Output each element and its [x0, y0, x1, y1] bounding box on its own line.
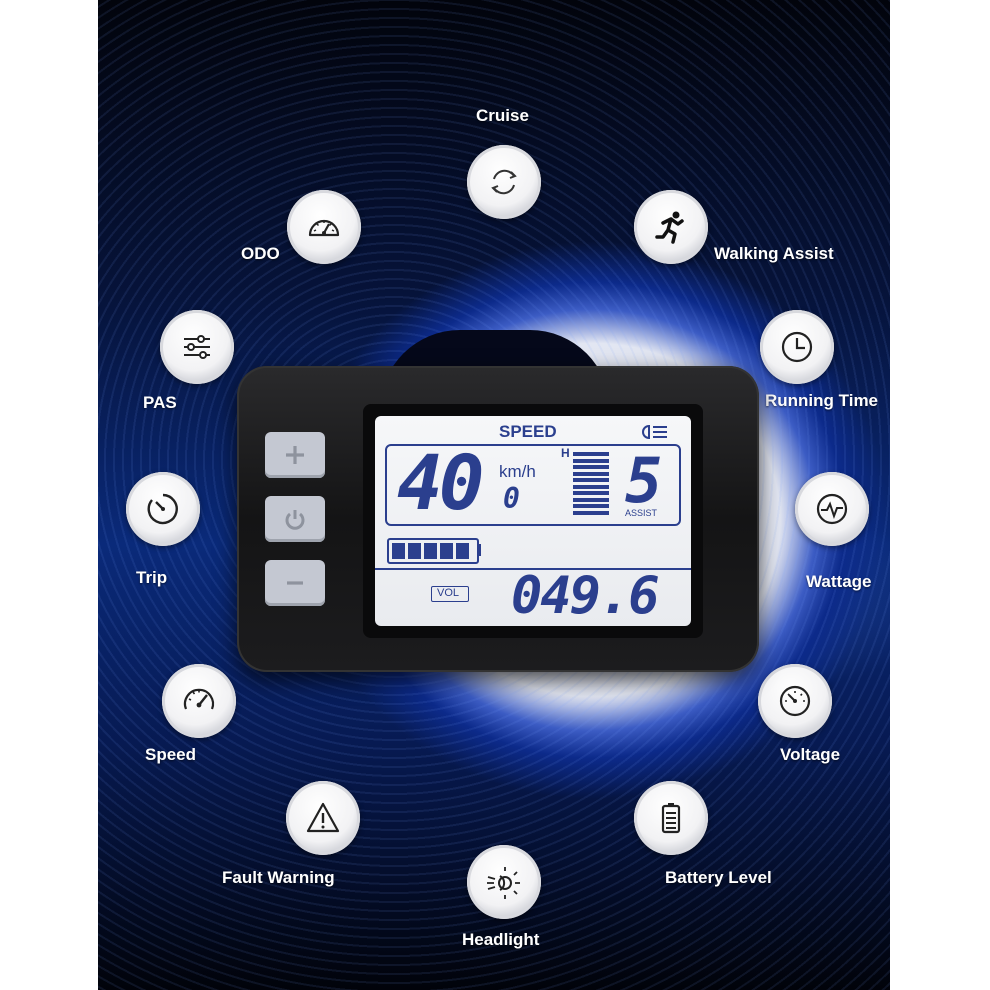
- headlight-icon: [487, 867, 520, 899]
- speed-label: Speed: [145, 745, 197, 764]
- speedometer-icon: [183, 688, 215, 710]
- cruise-feature: [467, 145, 541, 219]
- headlight-label: Headlight: [462, 930, 540, 949]
- speed-feature: [162, 664, 236, 738]
- mode-box: [431, 586, 469, 602]
- plus-button[interactable]: [265, 432, 325, 478]
- headlight-feature: [467, 845, 541, 919]
- power-button[interactable]: [265, 496, 325, 542]
- warning-icon: [306, 802, 340, 833]
- level-bar: [573, 465, 609, 469]
- assist-level: 5: [625, 444, 663, 517]
- cruise-icon: [491, 169, 517, 195]
- minus-icon: [287, 581, 303, 585]
- level-marker: H: [561, 446, 570, 460]
- headlight-indicator-icon: [642, 424, 667, 440]
- battery-icon: [661, 803, 681, 834]
- clock-icon: [781, 331, 813, 363]
- running-time-feature: [760, 310, 834, 384]
- wattage-label: Wattage: [806, 572, 872, 591]
- level-bar: [573, 497, 609, 502]
- cruise-label: Cruise: [476, 106, 529, 125]
- battery-cell: [392, 543, 405, 559]
- speed-title: SPEED: [499, 422, 557, 441]
- pas-feature: [160, 310, 234, 384]
- odo-feature: [287, 190, 361, 264]
- level-bar: [573, 484, 609, 489]
- battery-gauge-cap: [477, 544, 481, 556]
- mode-value: 049.6: [511, 566, 660, 626]
- lcd-display-unit: SPEED 40 km/h 0 H 5 ASSIST VOL 049.6: [237, 366, 759, 672]
- fault-warning-feature: [286, 781, 360, 855]
- assist-label: ASSIST: [625, 508, 658, 518]
- pulse-icon: [816, 493, 848, 525]
- level-bar: [573, 452, 609, 456]
- level-bar: [573, 491, 609, 495]
- walking-assist-feature: [634, 190, 708, 264]
- voltage-label: Voltage: [780, 745, 841, 764]
- minus-button[interactable]: [265, 560, 325, 606]
- battery-cell: [408, 543, 421, 559]
- trip-feature: [126, 472, 200, 546]
- fault-warning-label: Fault Warning: [222, 868, 335, 887]
- speed-unit: km/h: [499, 462, 536, 481]
- battery-cell: [456, 543, 469, 559]
- voltage-feature: [758, 664, 832, 738]
- battery-cell: [424, 543, 437, 559]
- speed-value: 40: [397, 438, 484, 527]
- battery-level-feature: [634, 781, 708, 855]
- battery-level-label: Battery Level: [665, 868, 772, 887]
- walking-assist-label: Walking Assist: [714, 244, 834, 263]
- lcd-divider: [375, 568, 691, 570]
- lcd-screen: SPEED 40 km/h 0 H 5 ASSIST VOL 049.6: [375, 416, 691, 626]
- speed-panel: [385, 444, 681, 526]
- level-bar: [573, 458, 609, 463]
- sliders-icon: [184, 335, 210, 359]
- odo-label: ODO: [241, 244, 280, 263]
- stopwatch-icon: [147, 493, 178, 525]
- mode-label: VOL: [437, 587, 460, 599]
- running-time-label: Running Time: [765, 391, 879, 410]
- pas-label: PAS: [143, 393, 177, 412]
- level-bar: [573, 510, 609, 515]
- level-bar: [573, 504, 609, 508]
- battery-cell: [440, 543, 453, 559]
- power-icon: [285, 510, 305, 530]
- trip-label: Trip: [136, 568, 168, 587]
- gauge-icon: [779, 685, 811, 717]
- speed-decimal: 0: [503, 482, 520, 515]
- level-bar: [573, 478, 609, 482]
- lcd-bezel: SPEED 40 km/h 0 H 5 ASSIST VOL 049.6: [363, 404, 703, 638]
- wattage-feature: [795, 472, 869, 546]
- running-person-icon: [655, 211, 684, 244]
- odometer-icon: [308, 219, 340, 237]
- level-bar: [573, 471, 609, 476]
- plus-icon: [286, 446, 304, 464]
